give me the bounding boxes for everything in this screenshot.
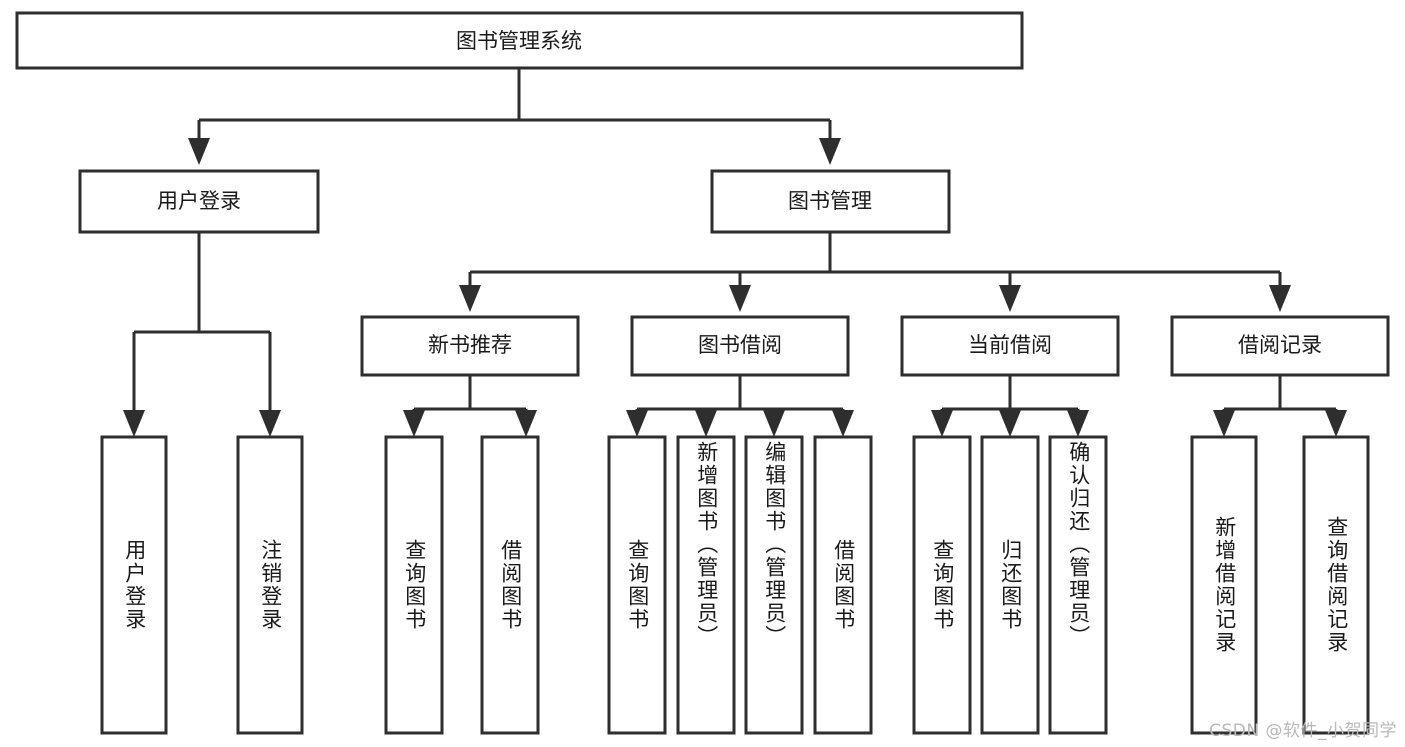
arrow-to-leaf-add-record	[1213, 410, 1235, 437]
arrow-to-leaf-return-book	[999, 410, 1021, 437]
node-user-login[interactable]: 用户登录	[78, 169, 320, 234]
node-root-label: 图书管理系统	[456, 29, 582, 53]
node-new-book-recommend-box[interactable]	[360, 315, 580, 377]
node-current-borrow[interactable]: 当前借阅	[900, 315, 1120, 377]
node-book-manage[interactable]: 图书管理	[710, 169, 951, 234]
watermark: CSDN @软件_小贺同学	[1209, 721, 1397, 741]
node-current-borrow-box[interactable]	[900, 315, 1120, 377]
leaf-box-borrow-book-1[interactable]	[480, 435, 540, 735]
arrow-to-leaf-confirm-return	[1067, 410, 1089, 437]
connector-book-manage-to-level3	[459, 232, 1291, 312]
node-borrow-record-label: 借阅记录	[1238, 333, 1322, 357]
node-borrow-record[interactable]: 借阅记录	[1170, 315, 1390, 377]
node-user-login-box[interactable]	[78, 169, 320, 234]
arrow-to-new-book-recommend	[459, 285, 481, 312]
arrow-to-leaf-query-book-3	[931, 410, 953, 437]
leaf-box-return-book[interactable]	[980, 435, 1040, 735]
connector-book-borrow-to-leaves	[626, 375, 854, 437]
node-book-borrow-label: 图书借阅	[698, 333, 782, 357]
arrow-to-leaf-add-book	[695, 410, 717, 437]
arrow-to-leaf-edit-book	[763, 410, 785, 437]
node-book-manage-label: 图书管理	[788, 189, 872, 213]
arrow-to-borrow-record	[1269, 285, 1291, 312]
arrow-to-leaf-query-book-2	[626, 410, 648, 437]
leaf-box-borrow-book-2[interactable]	[813, 435, 873, 735]
leaf-box-query-book-2[interactable]	[607, 435, 667, 735]
arrow-to-leaf-query-book-1	[403, 410, 425, 437]
leaf-box-add-book[interactable]	[676, 435, 736, 735]
node-root-box[interactable]	[15, 11, 1024, 70]
leaf-box-query-book-3[interactable]	[912, 435, 972, 735]
leaf-box-user-login[interactable]	[100, 435, 168, 735]
connector-root-to-level2	[188, 68, 841, 165]
arrow-to-leaf-user-logout	[259, 410, 281, 437]
arrow-to-book-manage	[819, 138, 841, 165]
arrow-to-user-login	[188, 138, 210, 165]
connector-new-book-recommend-to-leaves	[403, 375, 537, 437]
node-book-borrow[interactable]: 图书借阅	[630, 315, 850, 377]
node-current-borrow-label: 当前借阅	[968, 333, 1052, 357]
connector-borrow-record-to-leaves	[1213, 375, 1347, 437]
arrow-to-leaf-user-login	[123, 410, 145, 437]
leaf-box-query-book-1[interactable]	[384, 435, 444, 735]
connector-user-login-to-leaves	[123, 232, 281, 437]
leaf-box-confirm-return[interactable]	[1048, 435, 1108, 735]
arrow-to-book-borrow	[729, 285, 751, 312]
leaf-box-user-logout[interactable]	[236, 435, 304, 735]
leaf-box-query-record[interactable]	[1302, 435, 1370, 735]
node-root[interactable]: 图书管理系统	[15, 11, 1024, 70]
leaf-box-edit-book[interactable]	[744, 435, 804, 735]
arrow-to-current-borrow	[999, 285, 1021, 312]
arrow-to-leaf-borrow-book-1	[515, 410, 537, 437]
node-user-login-label: 用户登录	[157, 189, 241, 213]
node-new-book-recommend-label: 新书推荐	[428, 333, 512, 357]
node-new-book-recommend[interactable]: 新书推荐	[360, 315, 580, 377]
arrow-to-leaf-borrow-book-2	[832, 410, 854, 437]
leaf-box-add-record[interactable]	[1190, 435, 1258, 735]
connector-current-borrow-to-leaves	[931, 375, 1089, 437]
arrow-to-leaf-query-record	[1325, 410, 1347, 437]
